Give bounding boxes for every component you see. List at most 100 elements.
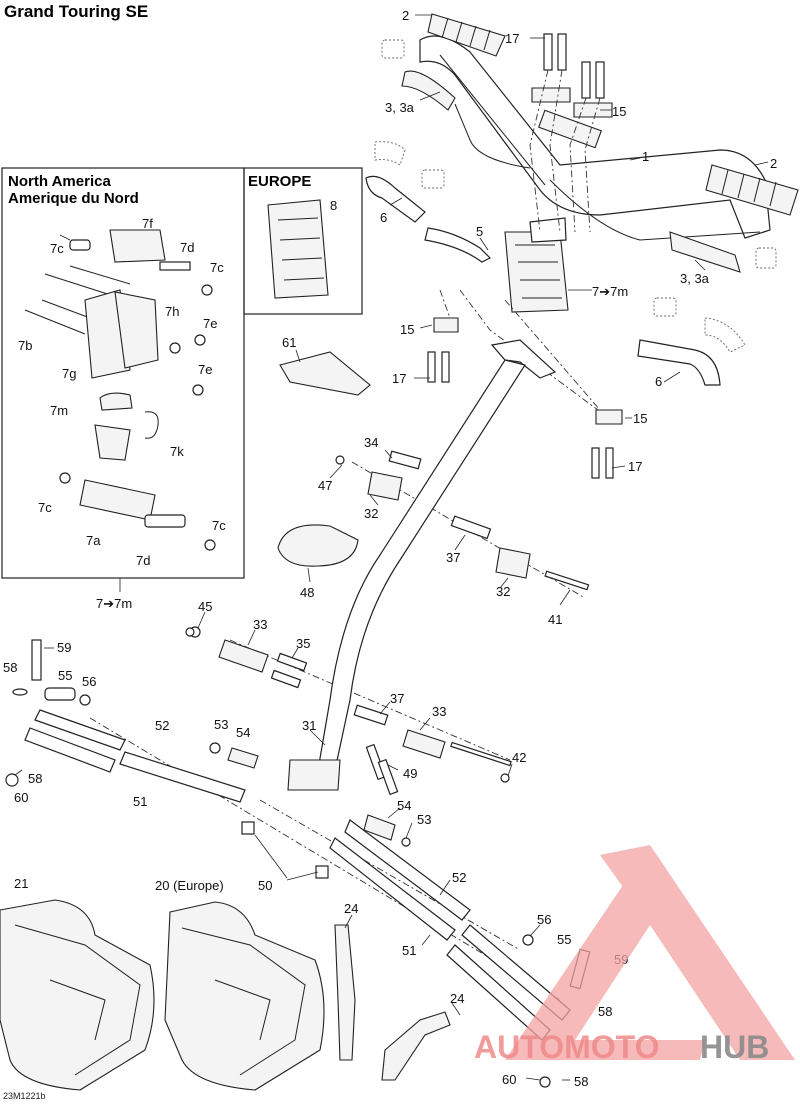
plate	[279, 351, 371, 396]
callout-48: 48	[300, 585, 314, 600]
callout-61: 61	[282, 335, 296, 350]
callout-58: 58	[598, 1004, 612, 1019]
callout-6: 6	[380, 210, 387, 225]
callout-51: 51	[402, 943, 416, 958]
callout-7-to-7m: 7➔7m	[592, 284, 628, 299]
callout-17: 17	[392, 371, 406, 386]
callout-54: 54	[397, 798, 411, 813]
callout-labels: 2 17 3, 3a 15 1 2 6 5 3, 3a 7➔7m 15 17 6…	[3, 8, 777, 1089]
callout-7e: 7e	[198, 362, 212, 377]
callout-49: 49	[403, 766, 417, 781]
callout-7-to-7m: 7➔7m	[96, 596, 132, 611]
leader-lines	[14, 14, 769, 1081]
callout-15: 15	[633, 411, 647, 426]
callout-7c: 7c	[210, 260, 224, 275]
north-america-box	[1, 167, 245, 579]
hose	[424, 227, 492, 263]
callout-60: 60	[14, 790, 28, 805]
callout-37: 37	[390, 691, 404, 706]
callout-58: 58	[3, 660, 17, 675]
callout-32: 32	[496, 584, 510, 599]
callout-54: 54	[236, 725, 250, 740]
callout-17: 17	[505, 31, 519, 46]
assembly-centerlines	[89, 69, 601, 1001]
boot	[277, 524, 359, 567]
callout-60: 60	[502, 1072, 516, 1087]
callout-24: 24	[450, 991, 464, 1006]
callout-1: 1	[642, 149, 649, 164]
callout-52: 52	[155, 718, 169, 733]
callout-37: 37	[446, 550, 460, 565]
tie-rod-lower	[329, 819, 571, 1041]
callout-5: 5	[476, 224, 483, 239]
callout-53: 53	[214, 717, 228, 732]
callout-52: 52	[452, 870, 466, 885]
callout-17: 17	[628, 459, 642, 474]
callout-21: 21	[14, 876, 28, 891]
callout-33: 33	[253, 617, 267, 632]
callout-15: 15	[400, 322, 414, 337]
cover-21	[0, 899, 155, 1091]
cover-20-europe	[164, 901, 325, 1091]
europe-clamp	[267, 199, 329, 299]
callout-59: 59	[57, 640, 71, 655]
callout-42: 42	[512, 750, 526, 765]
callout-2: 2	[402, 8, 409, 23]
callout-7k: 7k	[170, 444, 184, 459]
callout-7h: 7h	[165, 304, 179, 319]
clamps-lower	[427, 317, 623, 479]
callout-45: 45	[198, 599, 212, 614]
callout-31: 31	[302, 718, 316, 733]
tie-rod-upper	[24, 709, 246, 803]
bracket-24b	[381, 1011, 451, 1081]
callout-8: 8	[330, 198, 337, 213]
callout-41: 41	[548, 612, 562, 627]
grip-left	[427, 13, 506, 57]
callout-3-3a: 3, 3a	[385, 100, 415, 115]
callout-7b: 7b	[18, 338, 32, 353]
callout-58: 58	[28, 771, 42, 786]
tube-sleeves	[374, 39, 777, 353]
callout-7g: 7g	[62, 366, 76, 381]
sleeve-left	[365, 175, 426, 223]
grip-right	[705, 164, 799, 216]
watermark-triangle-icon	[505, 845, 795, 1060]
callout-7c: 7c	[50, 241, 64, 256]
callout-47: 47	[318, 478, 332, 493]
bolts-top	[531, 33, 613, 118]
callout-51: 51	[133, 794, 147, 809]
callout-3-3a: 3, 3a	[680, 271, 710, 286]
sleeve-right	[637, 339, 721, 386]
callout-7f: 7f	[142, 216, 153, 231]
amerique-du-nord-label: Amerique du Nord	[8, 190, 139, 207]
europe-label: EUROPE	[248, 173, 311, 190]
riser-clamp-assembly	[504, 217, 569, 313]
watermark-logo	[505, 845, 795, 1060]
callout-7d: 7d	[136, 553, 150, 568]
callout-7m: 7m	[50, 403, 68, 418]
heating-element-left	[401, 70, 531, 169]
callout-53: 53	[417, 812, 431, 827]
steering-column	[287, 339, 557, 791]
callout-35: 35	[296, 636, 310, 651]
europe-box	[243, 167, 363, 315]
callout-55: 55	[58, 668, 72, 683]
bracket-24a	[334, 924, 356, 1061]
callout-7e: 7e	[203, 316, 217, 331]
bushings	[218, 639, 512, 796]
watermark-text-secondary: HUB	[700, 1029, 769, 1065]
heating-element-right	[669, 231, 741, 273]
callout-50: 50	[258, 878, 272, 893]
callout-33: 33	[432, 704, 446, 719]
diagram-title: Grand Touring SE	[4, 2, 149, 21]
callout-6: 6	[655, 374, 662, 389]
handlebar	[419, 35, 771, 241]
callout-32: 32	[364, 506, 378, 521]
column-hardware	[335, 450, 590, 591]
callout-7d: 7d	[180, 240, 194, 255]
callout-55: 55	[557, 932, 571, 947]
callout-56: 56	[537, 912, 551, 927]
north-america-label: North America	[8, 173, 111, 190]
